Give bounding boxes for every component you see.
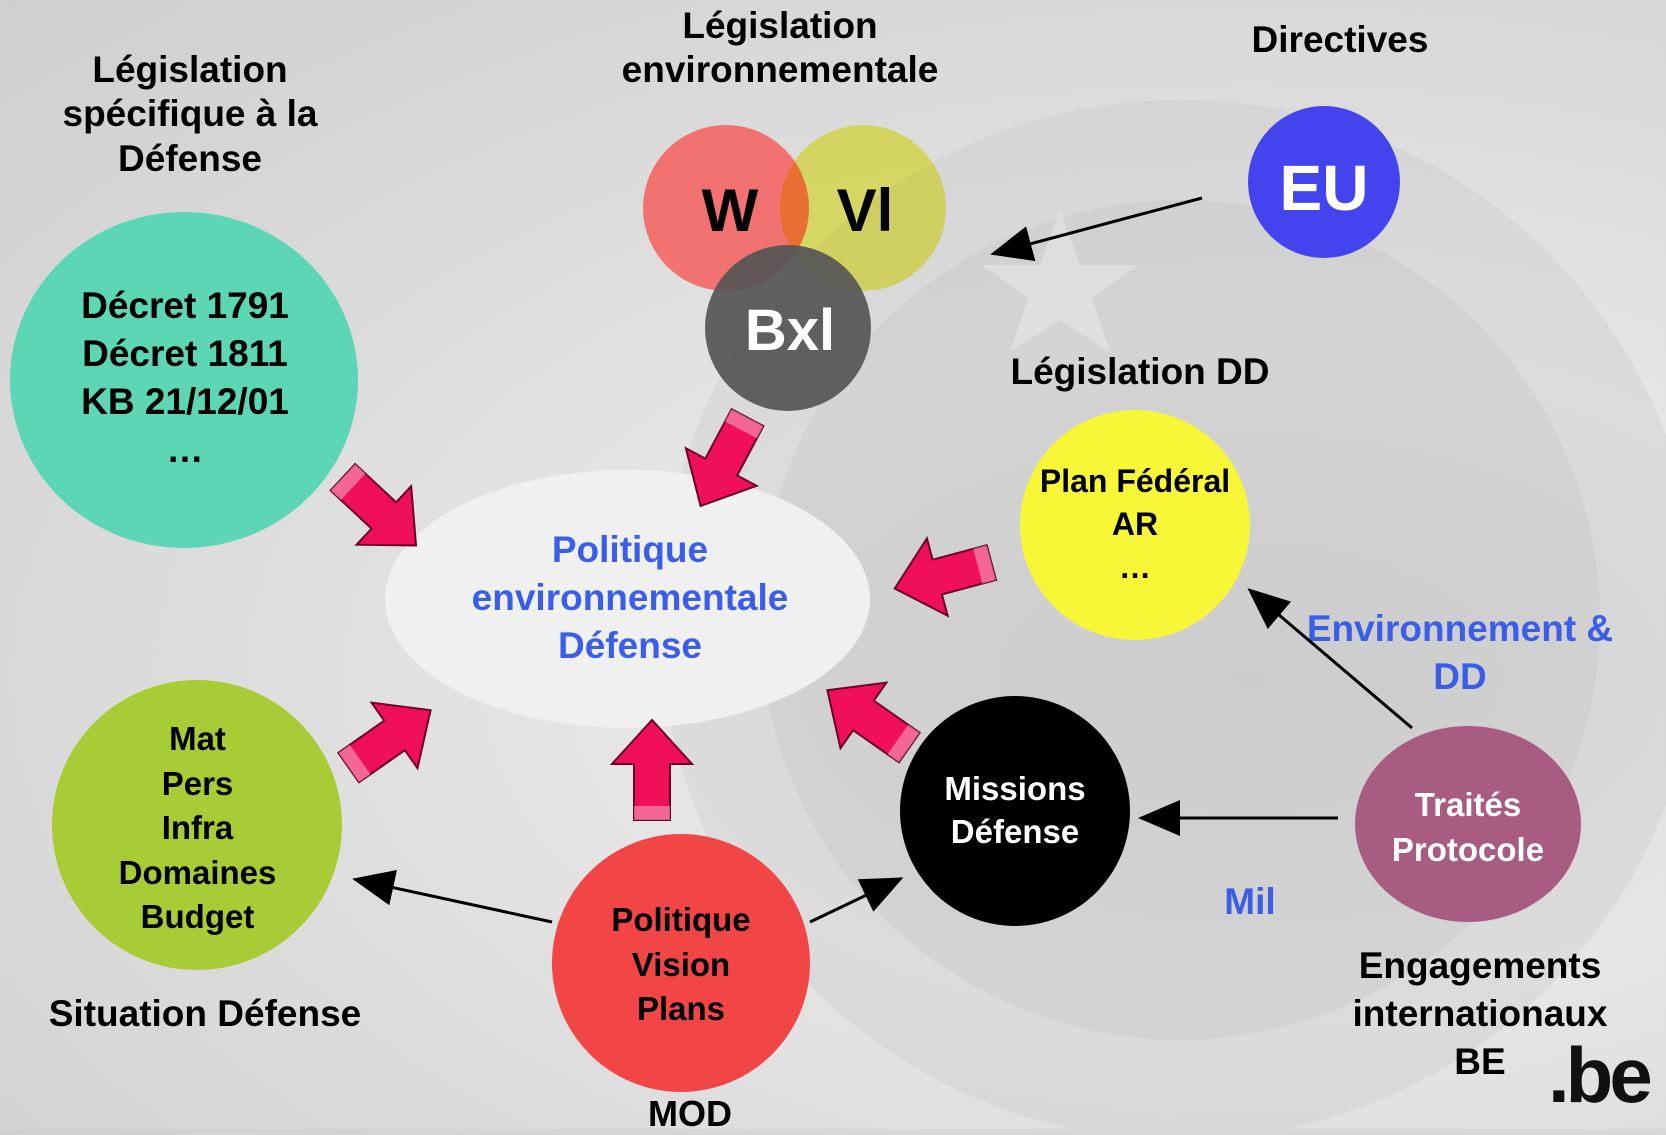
label-mil: Mil [1224, 881, 1276, 922]
be-logo: .be [1548, 1031, 1653, 1119]
label-eu: EU [1279, 152, 1369, 224]
heading-defense-legislation: Législation spécifique à la Défense [62, 49, 318, 179]
label-env-dd: Environnement & DD [1306, 608, 1614, 698]
brussels-circle [705, 245, 871, 411]
label-bxl: Bxl [744, 298, 836, 363]
missions-circle [900, 696, 1130, 926]
label-mod: MOD [648, 1093, 732, 1134]
heading-engagements: Engagements internationaux BE [1352, 945, 1608, 1083]
politique-vision-text: Politique Vision Plans [611, 901, 751, 1028]
politique-vision-circle [552, 834, 810, 1092]
situation-items-text: Mat Pers Infra Domaines Budget [118, 720, 277, 936]
label-vl: Vl [836, 177, 894, 244]
center-text: Politique environnementale Défense [471, 529, 789, 667]
eu-circle [1248, 106, 1400, 258]
situation-circle [52, 680, 342, 970]
traites-text: Traités Protocole [1391, 786, 1545, 868]
label-w: W [701, 177, 759, 244]
center-ellipse [385, 470, 870, 728]
traites-ellipse [1355, 726, 1581, 922]
plan-federal-circle [1020, 410, 1250, 640]
defense-decrees-circle [10, 212, 358, 548]
heading-dd-legislation: Législation DD [1010, 351, 1270, 392]
heading-directives: Directives [1251, 19, 1429, 60]
heading-env-legislation: Législation environnementale [621, 5, 939, 91]
missions-text: Missions Défense [944, 770, 1086, 850]
defense-decrees-text: Décret 1791 Décret 1811 KB 21/12/01 … [81, 285, 289, 471]
plan-federal-text: Plan Fédéral AR … [1039, 463, 1231, 586]
heading-situation: Situation Défense [48, 993, 362, 1034]
